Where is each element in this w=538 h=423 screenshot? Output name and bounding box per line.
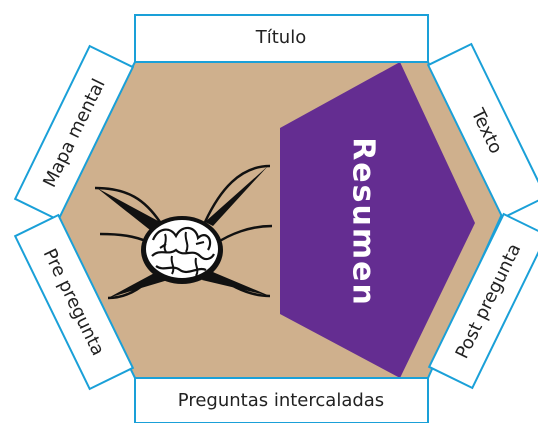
- label-box-texto: Texto: [426, 42, 538, 220]
- preguntas-intercaladas-label: Preguntas intercaladas: [178, 390, 384, 411]
- resumen-label: Resumen: [346, 137, 381, 307]
- brain-icon: [94, 164, 273, 300]
- resumen-shape: [280, 62, 475, 378]
- label-box-titulo: Título: [134, 14, 429, 63]
- titulo-label: Título: [255, 27, 306, 48]
- label-box-preguntas-intercaladas: Preguntas intercaladas: [134, 377, 429, 423]
